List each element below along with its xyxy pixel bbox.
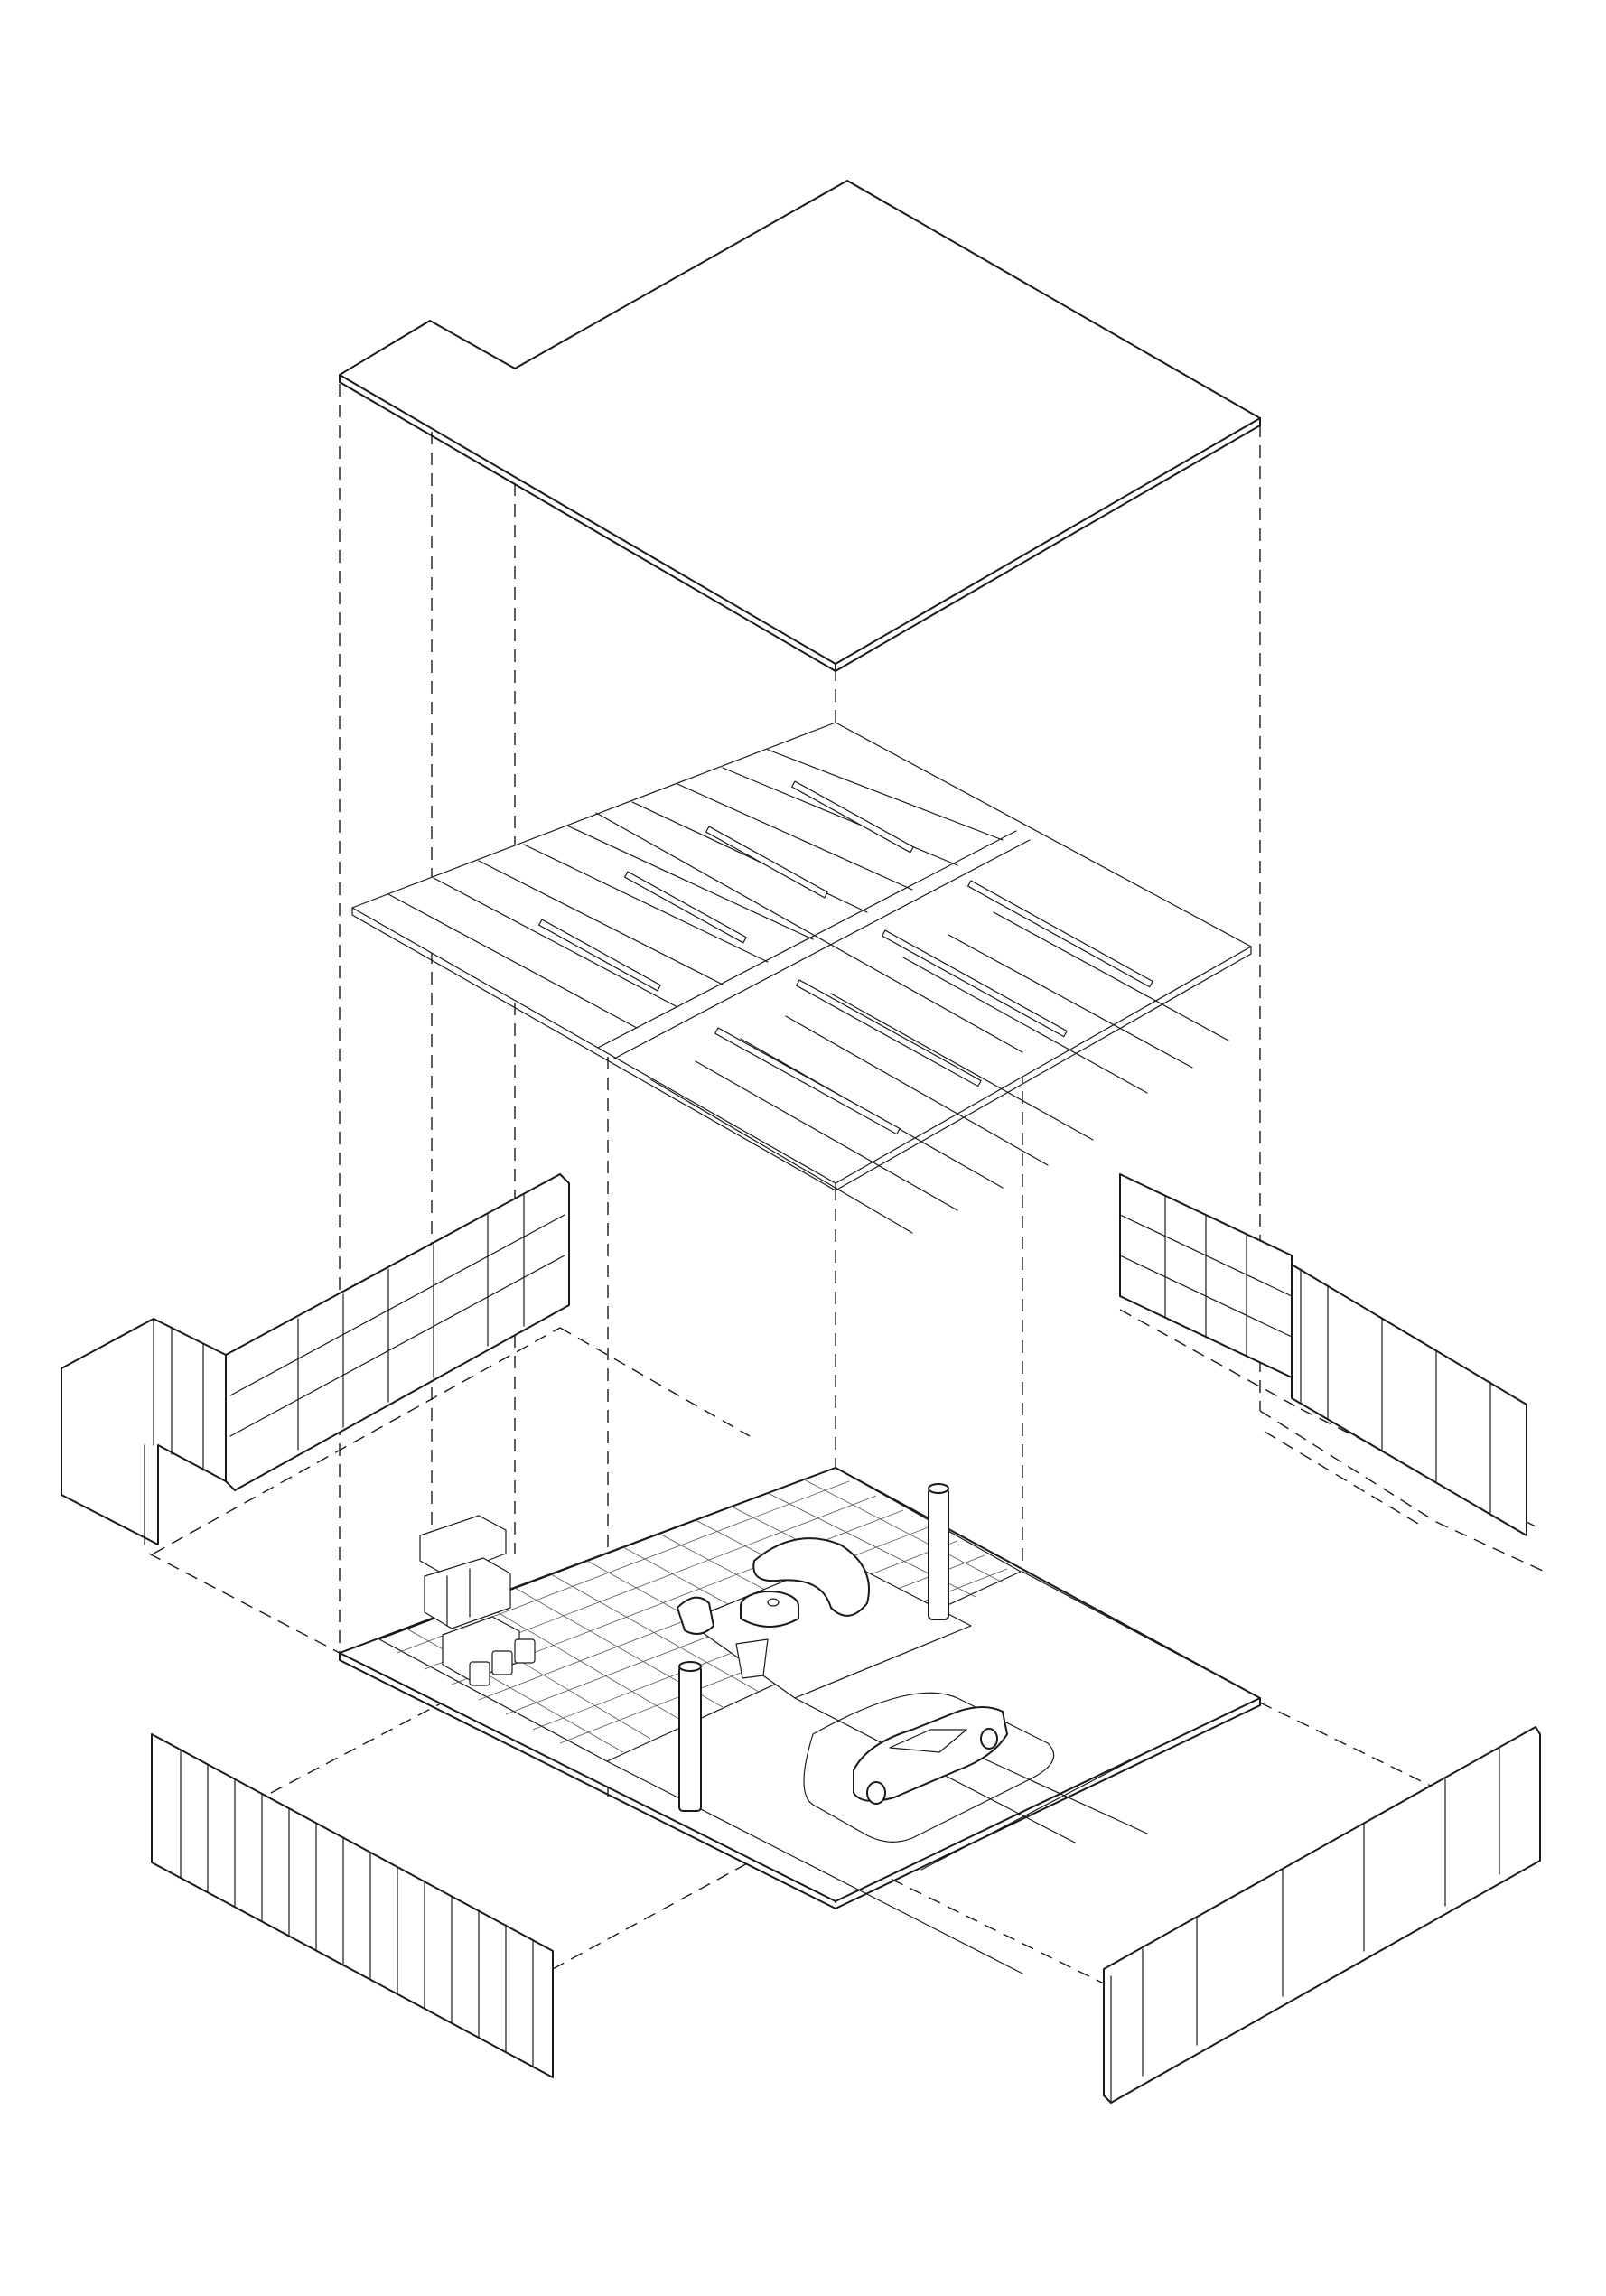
lounge-sofa [752, 1537, 870, 1617]
car [853, 1706, 1008, 1805]
ceiling-panels [351, 722, 1252, 1234]
wall-back-right [1119, 1173, 1527, 1536]
wall-front-right [1103, 1726, 1541, 2104]
wall-front-left [151, 1733, 554, 2078]
bar-stools [469, 1638, 536, 1686]
columns [678, 1483, 949, 1812]
roof-slab [339, 180, 1261, 672]
coffee-table [740, 1591, 799, 1628]
light-strips [538, 780, 1153, 1135]
armchair [677, 1596, 714, 1635]
counter [419, 1515, 520, 1681]
side-chair [735, 1638, 769, 1679]
wall-back-left [61, 1173, 570, 1545]
